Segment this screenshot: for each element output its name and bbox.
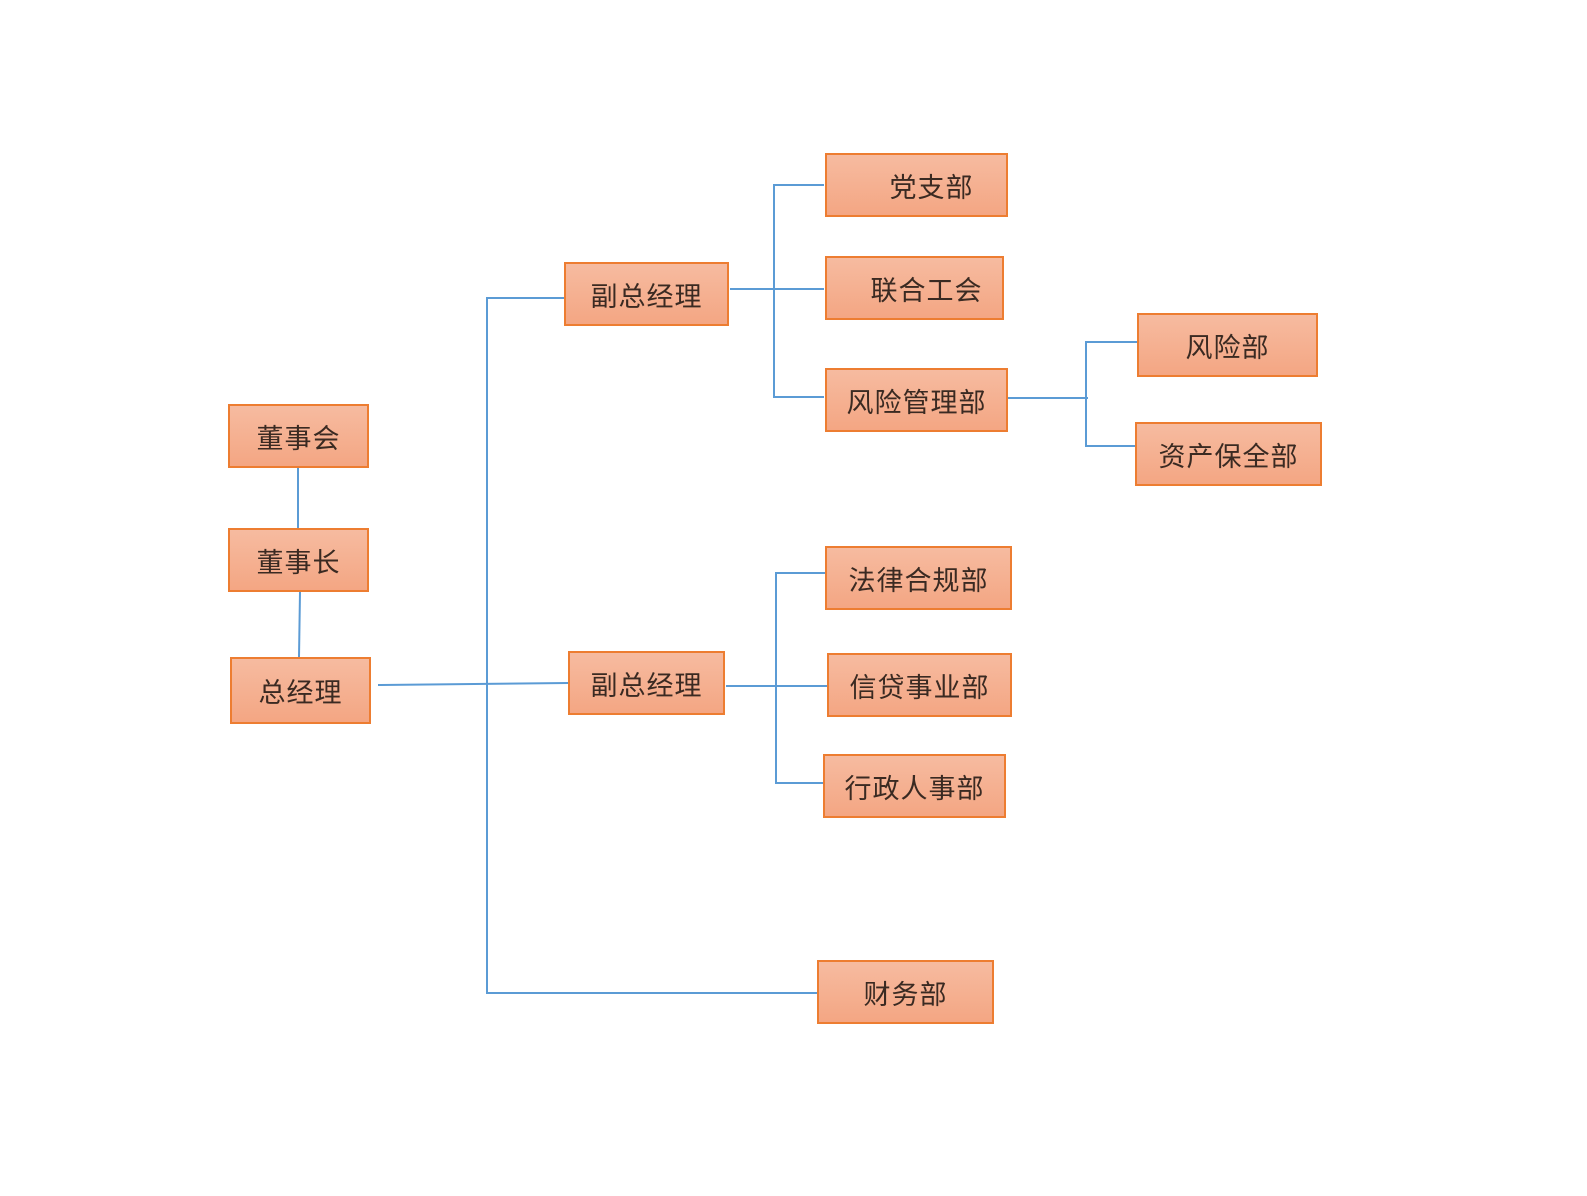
node-legal-compliance[interactable]: 法律合规部 [825,546,1012,610]
node-risk-management[interactable]: 风险管理部 [825,368,1008,432]
node-board[interactable]: 董事会 [228,404,369,468]
node-admin-hr[interactable]: 行政人事部 [823,754,1006,818]
node-deputy-gm-upper[interactable]: 副总经理 [564,262,729,326]
connector-gm-to-deputy2 [377,682,569,686]
node-asset-preservation[interactable]: 资产保全部 [1135,422,1322,486]
connector-chairman-gm [298,591,301,658]
node-chairman[interactable]: 董事长 [228,528,369,592]
node-risk-dept[interactable]: 风险部 [1137,313,1318,377]
node-finance[interactable]: 财务部 [817,960,994,1024]
node-deputy-gm-lower[interactable]: 副总经理 [568,651,725,715]
node-trade-union[interactable]: 联合工会 [825,256,1004,320]
node-general-manager[interactable]: 总经理 [230,657,371,724]
node-party-branch[interactable]: 党支部 [825,153,1008,217]
node-credit-business[interactable]: 信贷事业部 [827,653,1012,717]
